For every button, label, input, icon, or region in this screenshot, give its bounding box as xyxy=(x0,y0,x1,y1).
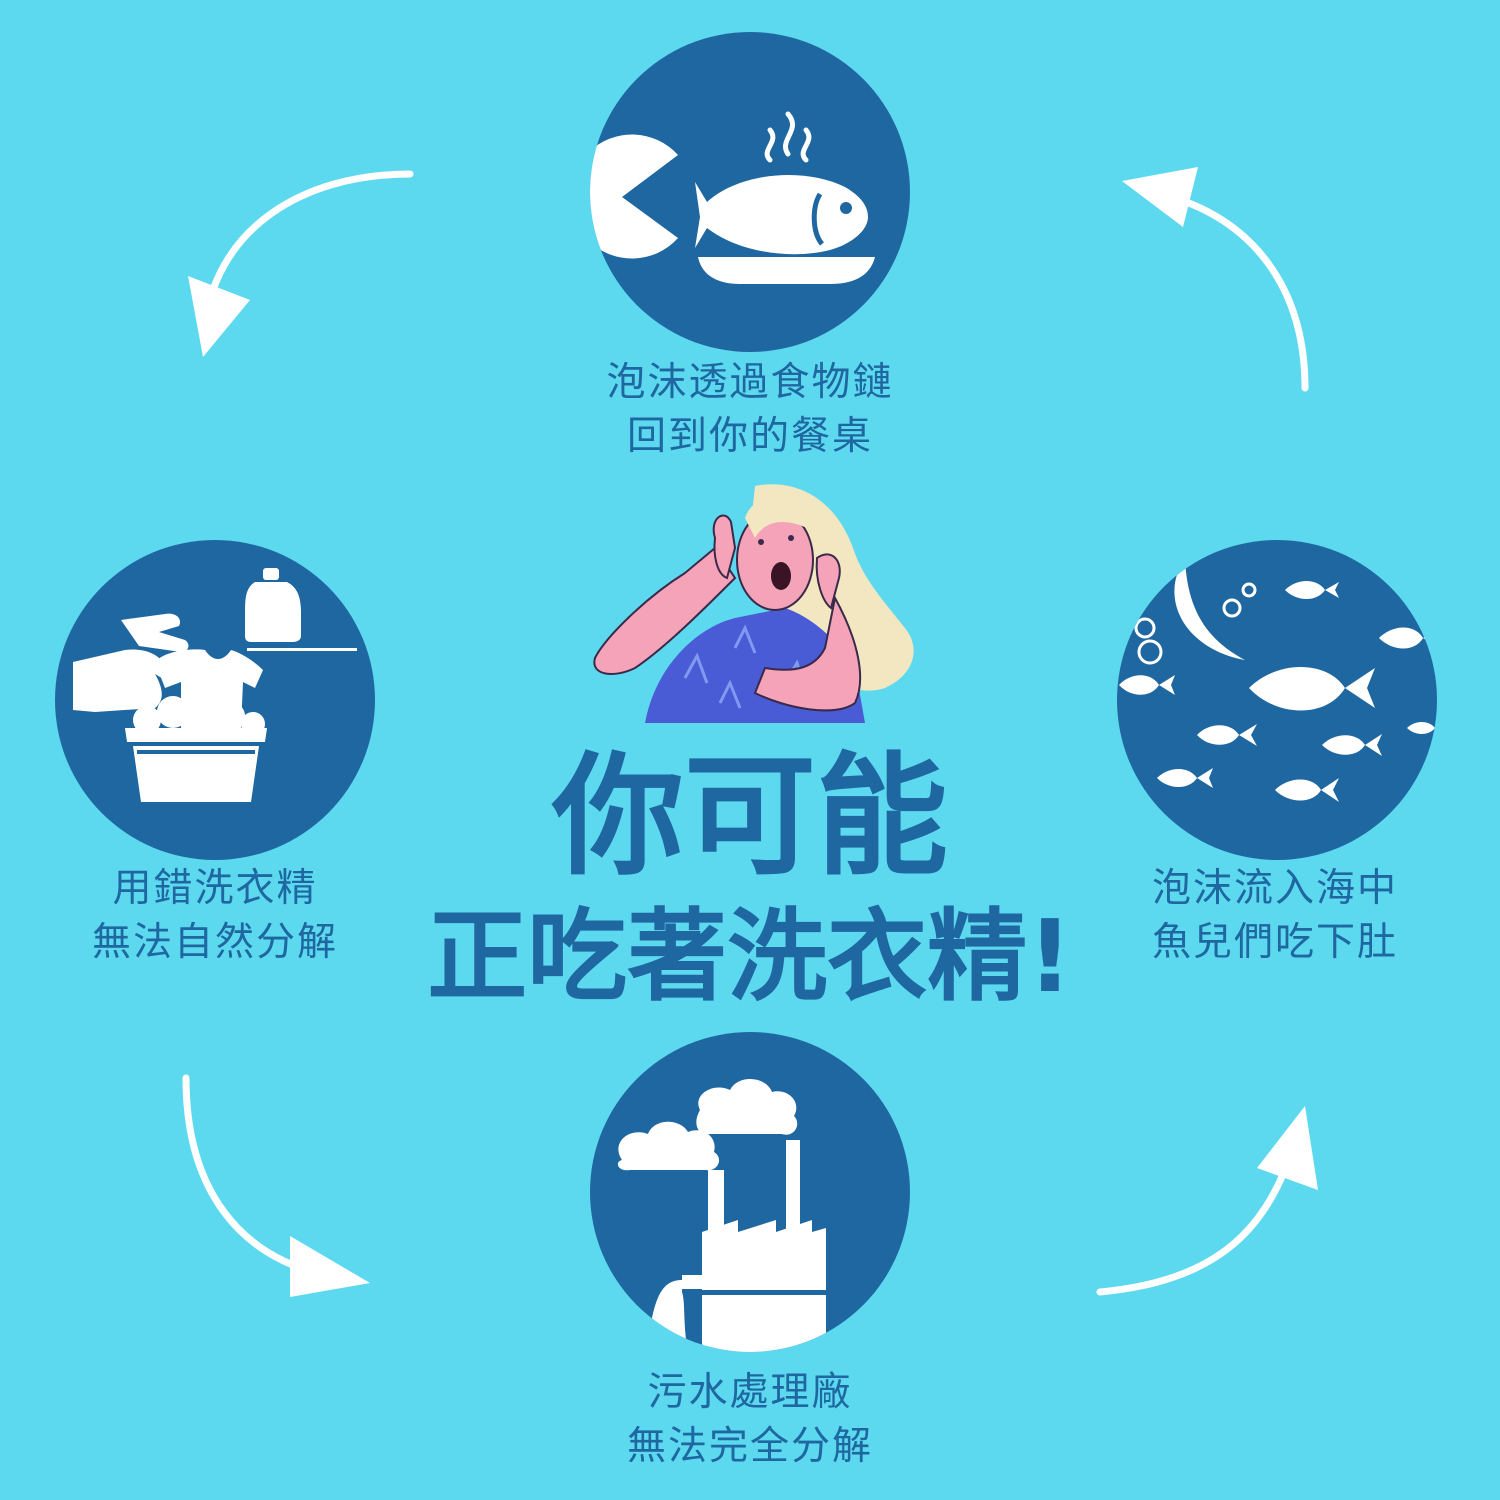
step-factory-line2: 無法完全分解 xyxy=(626,1424,873,1469)
step-hand-washing-line1: 用錯洗衣精 xyxy=(112,866,318,911)
arrowhead-top-right xyxy=(1122,167,1198,227)
step-fish-dinner-line2: 回到你的餐桌 xyxy=(626,414,873,459)
step-factory-line1: 污水處理廠 xyxy=(647,1370,853,1415)
step-factory-caption: 污水處理廠 無法完全分解 xyxy=(520,1366,980,1474)
step-factory xyxy=(590,1032,910,1352)
headline-line1: 你可能 xyxy=(552,740,948,894)
arrowhead-bottom-left xyxy=(290,1236,370,1297)
screaming-woman-illustration xyxy=(593,484,914,723)
step-hand-washing xyxy=(55,540,375,860)
arrow-bottom-left xyxy=(182,1074,339,1281)
arrow-top-right xyxy=(1161,191,1309,392)
arrow-bottom-right xyxy=(1096,1146,1296,1296)
step-fish-dinner-line1: 泡沫透過食物鏈 xyxy=(606,360,894,405)
step-fish-school-line2: 魚兒們吃下肚 xyxy=(1151,920,1398,965)
step-fish-school-caption: 泡沫流入海中 魚兒們吃下肚 xyxy=(1060,862,1490,970)
step-hand-washing-line2: 無法自然分解 xyxy=(91,920,338,965)
factory-icon xyxy=(617,1078,910,1352)
step-fish-school-line1: 泡沫流入海中 xyxy=(1151,866,1398,911)
step-fish-dinner-caption: 泡沫透過食物鏈 回到你的餐桌 xyxy=(520,356,980,464)
fish-dinner-icon xyxy=(590,111,875,284)
step-hand-washing-caption: 用錯洗衣精 無法自然分解 xyxy=(0,862,430,970)
step-fish-dinner xyxy=(590,32,910,352)
fish-school-icon xyxy=(1119,558,1437,802)
arrowhead-bottom-right xyxy=(1257,1106,1318,1190)
headline-line2: 正吃著洗衣精! xyxy=(427,898,1073,1015)
hand-washing-icon xyxy=(73,568,357,802)
step-fish-school xyxy=(1117,540,1437,860)
arrow-top-left xyxy=(202,170,414,322)
arrowhead-top-left xyxy=(188,276,250,357)
